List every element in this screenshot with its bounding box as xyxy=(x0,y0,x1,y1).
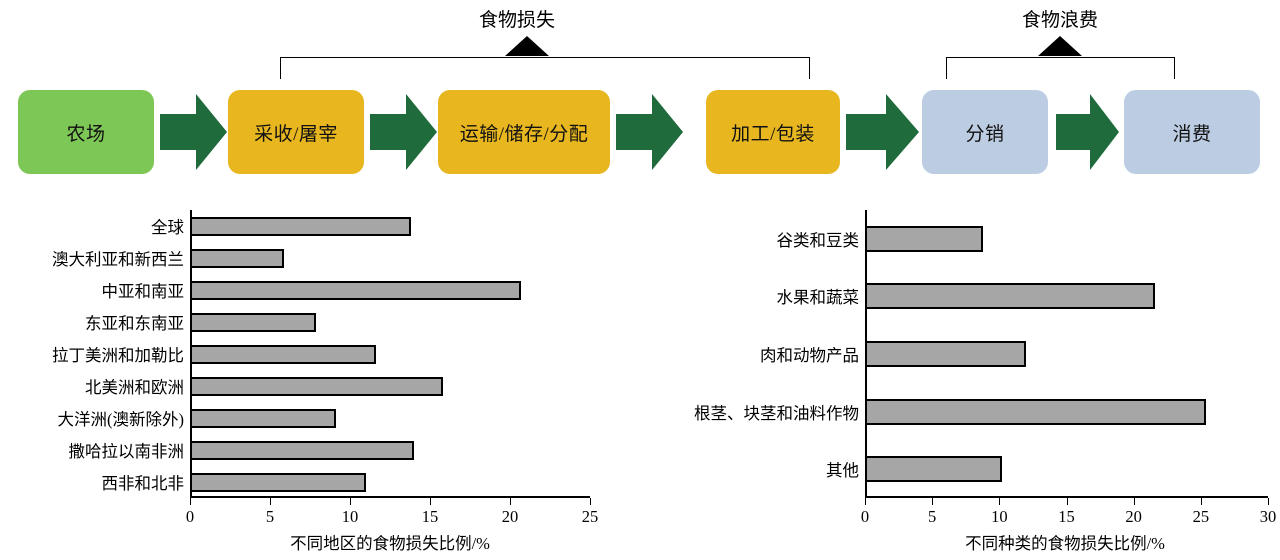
x-axis-tick-label: 25 xyxy=(1192,507,1210,526)
category-label: 肉和动物产品 xyxy=(760,346,859,365)
category-label: 水果和蔬菜 xyxy=(776,288,860,308)
category-label: 全球 xyxy=(151,218,184,237)
category-label: 大洋洲(澳新除外) xyxy=(57,410,185,429)
x-axis-tick xyxy=(1268,498,1269,505)
flow-arrow-icon xyxy=(1056,94,1119,170)
flow-arrow-icon xyxy=(160,94,227,170)
category-label: 根茎、块茎和油料作物 xyxy=(694,403,859,423)
flow-box-label: 加工/包装 xyxy=(731,123,815,145)
x-axis-tick-label: 30 xyxy=(1259,507,1277,526)
flow-arrow-icon xyxy=(616,94,683,170)
flow-box-label: 分销 xyxy=(965,123,1005,145)
x-axis-tick xyxy=(865,498,866,505)
food-loss-bracket xyxy=(280,57,810,81)
category-label: 澳大利亚和新西兰 xyxy=(52,250,184,269)
bar xyxy=(190,376,443,396)
bar xyxy=(190,472,366,492)
x-axis-tick xyxy=(999,498,1001,505)
bracket-right-tick xyxy=(809,57,810,79)
food-waste-bracket xyxy=(946,57,1175,81)
bracket-left-tick xyxy=(280,57,281,79)
x-axis-tick-label: 10 xyxy=(341,507,359,526)
category-label: 西非和北非 xyxy=(101,474,185,493)
supply-chain-flow-diagram: 食物损失 食物浪费 农场 采收/屠宰 运输/储存/分配 加工/包装 xyxy=(0,0,1280,195)
bracket-left-tick xyxy=(946,57,947,79)
flow-arrow-icon xyxy=(846,94,919,170)
chart-food-loss-by-commodity: 谷类和豆类水果和蔬菜肉和动物产品根茎、块茎和油料作物其他 0 5 10 15 20 25 3… xyxy=(640,200,1280,560)
bar xyxy=(190,344,376,364)
flow-box-harvest[interactable]: 采收/屠宰 xyxy=(228,90,364,174)
flow-box-processing[interactable]: 加工/包装 xyxy=(706,90,840,174)
flow-box-label: 消费 xyxy=(1172,123,1212,145)
x-axis-tick xyxy=(430,498,431,505)
x-axis-tick xyxy=(510,498,511,505)
x-axis-tick xyxy=(270,498,271,505)
food-loss-label: 食物损失 xyxy=(478,10,555,31)
x-axis-title: 不同地区的食物损失比例/% xyxy=(290,534,490,553)
flow-box-farm[interactable]: 农场 xyxy=(18,90,154,174)
bar xyxy=(190,408,336,428)
bracket-horizontal-line xyxy=(946,57,1175,58)
x-axis-tick xyxy=(1200,498,1202,505)
category-label: 北美洲和欧洲 xyxy=(85,378,184,397)
x-axis-tick xyxy=(590,498,591,505)
flow-box-label: 运输/储存/分配 xyxy=(459,123,589,145)
category-label: 中亚和南亚 xyxy=(101,282,185,301)
x-axis-tick-label: 10 xyxy=(991,507,1008,526)
food-waste-arrow-icon xyxy=(1038,36,1082,56)
category-label: 拉丁美洲和加勒比 xyxy=(52,346,184,365)
x-axis-tick xyxy=(1066,498,1068,505)
category-label: 谷类和豆类 xyxy=(776,230,860,250)
x-axis-title: 不同种类的食物损失比例/% xyxy=(965,534,1165,553)
x-axis-tick-label: 5 xyxy=(265,507,275,526)
x-axis-tick xyxy=(190,498,191,505)
food-loss-arrow-icon xyxy=(505,36,549,56)
bracket-right-tick xyxy=(1174,57,1175,79)
bar xyxy=(865,456,1003,483)
x-axis-tick xyxy=(350,498,351,505)
bar xyxy=(865,398,1207,425)
bar xyxy=(865,283,1156,310)
flow-box-transport[interactable]: 运输/储存/分配 xyxy=(438,90,610,174)
flow-box-distribution[interactable]: 分销 xyxy=(922,90,1048,174)
bar xyxy=(865,341,1027,367)
bar xyxy=(190,280,522,300)
x-axis-tick-label: 0 xyxy=(185,507,195,526)
category-label: 东亚和东南亚 xyxy=(85,314,184,333)
bar xyxy=(865,225,984,252)
x-axis-tick xyxy=(932,498,934,505)
flow-box-label: 采收/屠宰 xyxy=(254,123,338,145)
bar xyxy=(190,440,414,460)
x-axis-tick xyxy=(1133,498,1135,505)
x-axis-tick-label: 15 xyxy=(1058,507,1075,526)
bar xyxy=(190,248,285,268)
chart-food-loss-by-region: 全球澳大利亚和新西兰中亚和南亚东亚和东南亚拉丁美洲和加勒比北美洲和欧洲大洋洲(澳… xyxy=(0,200,620,560)
category-label: 其他 xyxy=(826,461,859,481)
x-axis-tick-label: 20 xyxy=(1125,507,1142,526)
x-axis-tick-label: 25 xyxy=(581,507,599,526)
flow-box-consumption[interactable]: 消费 xyxy=(1124,90,1260,174)
bar xyxy=(190,216,411,236)
x-axis-tick-label: 5 xyxy=(928,507,937,526)
bar xyxy=(190,312,317,332)
category-label: 撒哈拉以南非洲 xyxy=(68,442,185,461)
flow-box-label: 农场 xyxy=(66,123,106,145)
x-axis-tick-label: 0 xyxy=(860,507,870,526)
bracket-horizontal-line xyxy=(280,57,810,58)
x-axis-tick-label: 15 xyxy=(421,507,439,526)
x-axis-tick-label: 20 xyxy=(501,507,519,526)
food-waste-label: 食物浪费 xyxy=(1021,10,1098,31)
flow-arrow-icon xyxy=(370,94,437,170)
